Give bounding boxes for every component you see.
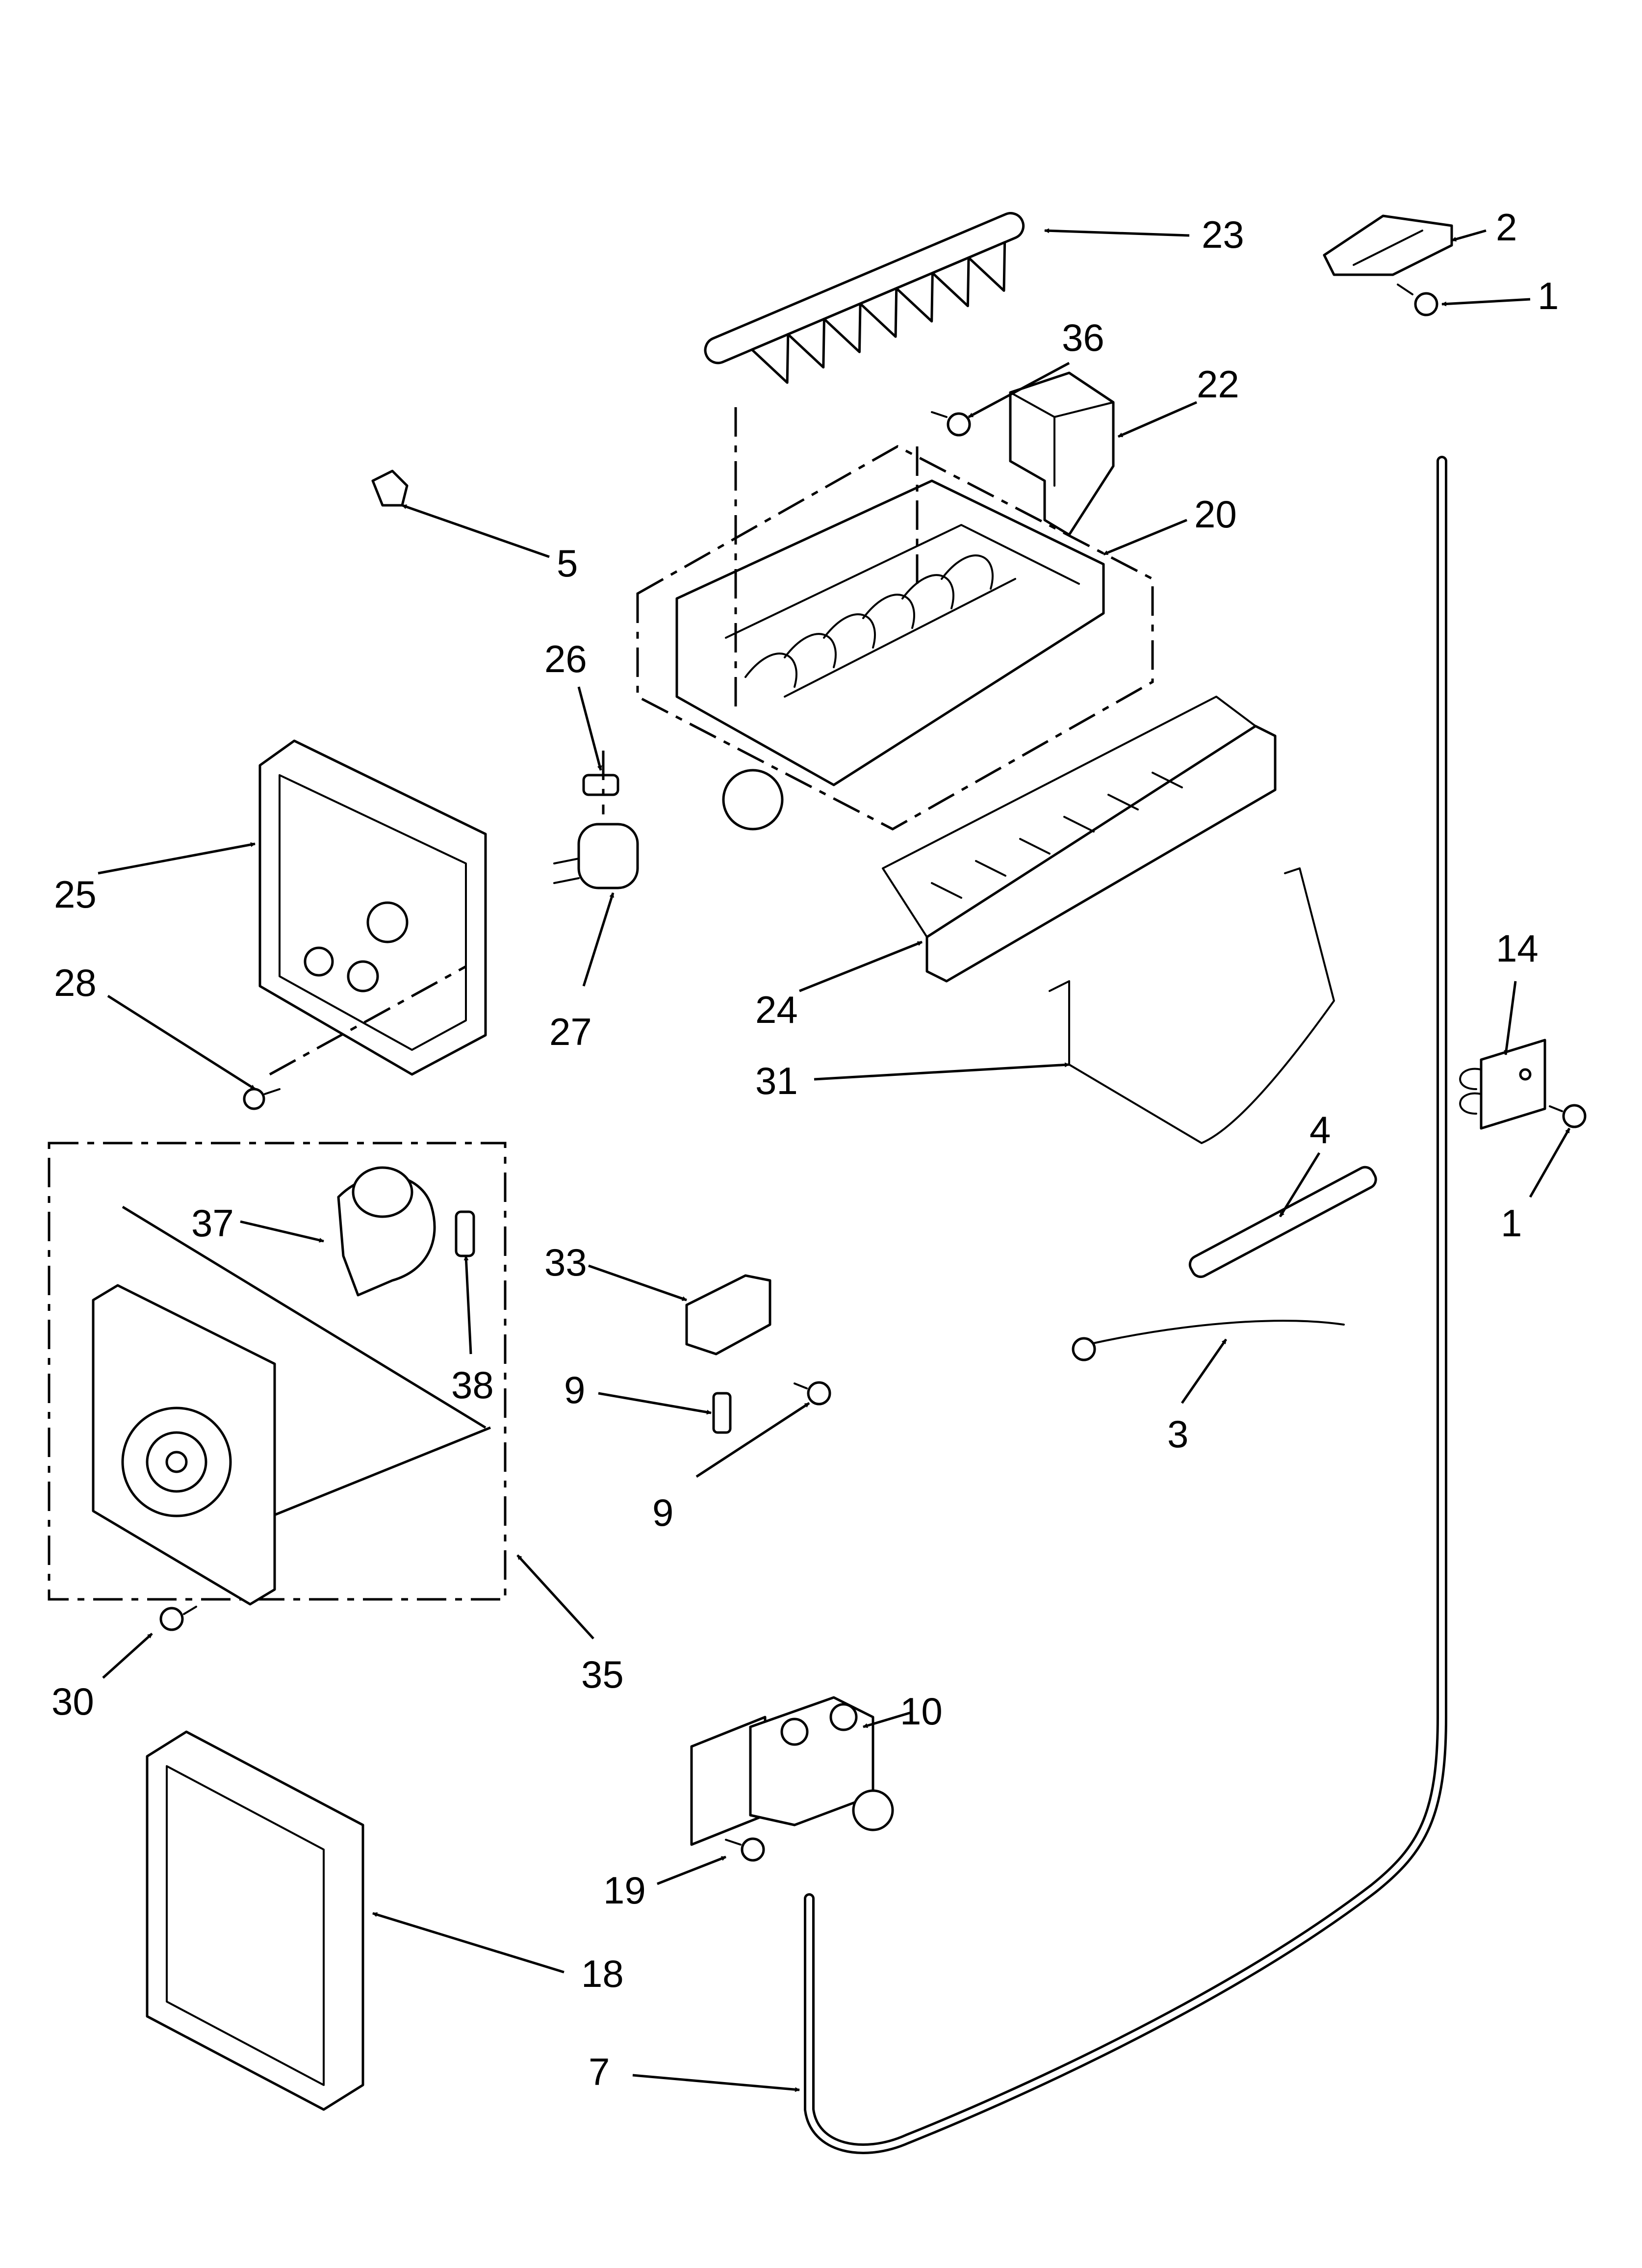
part-10-valve — [690, 1696, 894, 1846]
part-35-assembly — [48, 1142, 507, 1606]
callout-10: 10 — [900, 1690, 943, 1733]
part-18-panel — [146, 1730, 364, 2111]
part-31-shutoff-arm — [1049, 867, 1335, 1144]
callout-2: 2 — [1496, 206, 1517, 249]
callout-28: 28 — [54, 961, 97, 1004]
callout-18: 18 — [581, 1952, 624, 1995]
callout-5: 5 — [557, 542, 578, 585]
part-14-clamp — [1459, 1039, 1546, 1130]
part-5-clip — [371, 469, 409, 507]
callout-37: 37 — [191, 1201, 234, 1245]
callout-7: 7 — [589, 2050, 610, 2093]
part-2-bracket — [1323, 214, 1453, 276]
callout-20: 20 — [1194, 493, 1237, 536]
callout-36: 36 — [1062, 316, 1104, 359]
callout-27: 27 — [549, 1010, 592, 1053]
part-4-fitting — [1188, 1166, 1377, 1278]
part-9-screw-a — [712, 1392, 732, 1434]
callout-3: 3 — [1167, 1412, 1188, 1456]
leader-lines — [98, 228, 1571, 2092]
callout-31: 31 — [755, 1059, 798, 1102]
part-38-screw — [455, 1210, 475, 1257]
callout-30: 30 — [51, 1680, 94, 1723]
callout-1-right: 1 — [1501, 1201, 1522, 1245]
part-3-fill-tube — [1072, 1320, 1345, 1361]
part-36-screw — [931, 411, 971, 437]
part-1-screw-right — [1549, 1104, 1587, 1128]
callout-25: 25 — [54, 873, 97, 916]
callout-14: 14 — [1496, 927, 1539, 970]
callout-24: 24 — [755, 988, 798, 1031]
part-1-screw-top — [1397, 284, 1438, 316]
part-20-ice-mold — [636, 445, 1154, 831]
part-37-motor — [337, 1166, 436, 1297]
callout-1-top: 1 — [1538, 274, 1559, 317]
callout-38: 38 — [451, 1363, 494, 1407]
part-27-plug — [553, 823, 639, 889]
callout-26: 26 — [544, 637, 587, 680]
part-24-cover — [882, 696, 1277, 983]
callout-labels: 23 2 1 36 22 5 20 26 25 27 28 24 14 31 4… — [51, 206, 1559, 2093]
callout-35: 35 — [581, 1653, 624, 1696]
callout-23: 23 — [1202, 213, 1244, 256]
part-26-terminal — [582, 774, 619, 796]
part-9-screw-b — [794, 1381, 831, 1406]
part-30-screw — [159, 1606, 197, 1631]
callout-9-b: 9 — [652, 1491, 673, 1534]
part-23-ejector — [704, 212, 1025, 384]
callout-22: 22 — [1197, 363, 1239, 406]
callout-33: 33 — [544, 1241, 587, 1284]
part-33-bracket — [685, 1274, 771, 1356]
part-22-fill-cup — [1009, 371, 1115, 536]
callout-4: 4 — [1309, 1108, 1331, 1151]
part-25-housing — [258, 739, 487, 1076]
part-19-screw — [725, 1837, 765, 1862]
part-28-screw — [243, 1088, 281, 1110]
part-7-water-tube — [804, 456, 1447, 2154]
callout-19: 19 — [603, 1869, 646, 1912]
callout-9-a: 9 — [564, 1368, 585, 1411]
alignment-line-3 — [269, 965, 467, 1076]
